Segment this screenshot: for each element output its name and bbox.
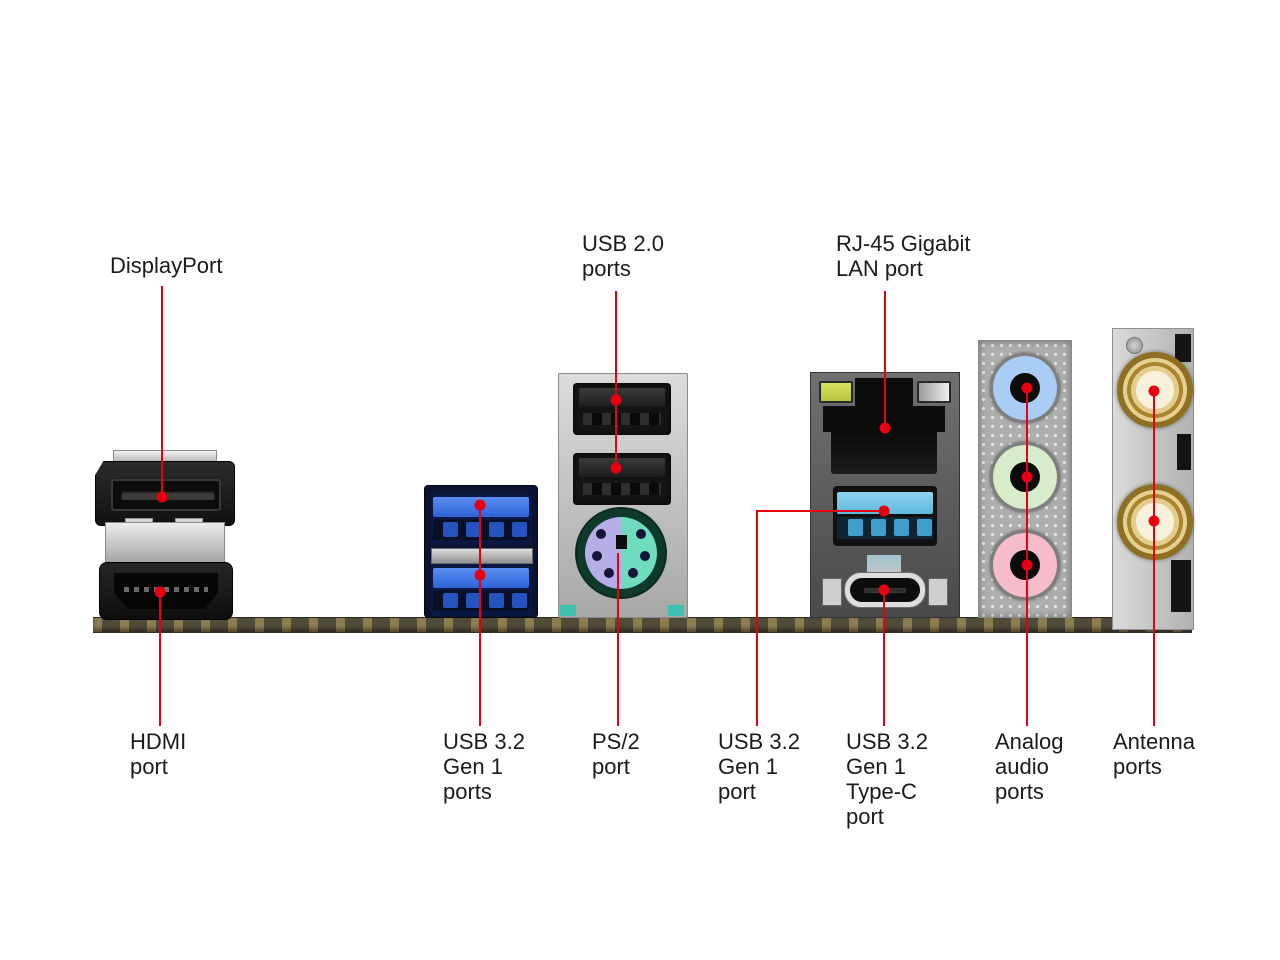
callout-dot-displayport — [156, 491, 168, 503]
usb-tooth — [466, 522, 481, 537]
plastic-foot — [668, 605, 684, 616]
callout-dot-usb32-lightblue — [878, 505, 890, 517]
ps2-key-slot — [616, 535, 627, 549]
hdmi-port — [99, 562, 233, 620]
ps2-pin-hole — [592, 551, 602, 561]
ps2-pin-hole — [604, 568, 614, 578]
audio-jack-line-in — [990, 353, 1060, 423]
label-usb32-gen1-port: USB 3.2 Gen 1 port — [718, 729, 800, 804]
usb-tongue-black — [579, 458, 665, 477]
usb20-ps2-block — [558, 373, 688, 618]
plastic-foot — [560, 605, 576, 616]
ps2-pin-hole — [628, 568, 638, 578]
ps2-pin-hole — [636, 529, 646, 539]
usb20-port-top — [573, 383, 671, 435]
antenna-bracket — [1112, 328, 1194, 630]
audio-jack-line-out — [990, 442, 1060, 512]
callout-dot-audio-green — [1021, 471, 1033, 483]
callout-line-usb32-port-vertical — [756, 510, 758, 726]
label-displayport: DisplayPort — [110, 253, 223, 278]
label-usb32-gen1-typec: USB 3.2 Gen 1 Type-C port — [846, 729, 928, 829]
callout-line-antenna — [1153, 391, 1155, 726]
usb-tongue-lightblue — [837, 492, 933, 514]
callout-line-lan — [884, 291, 886, 428]
label-ps2: PS/2 port — [592, 729, 640, 779]
usb32-gen1-port-lightblue — [833, 486, 937, 546]
callout-dot-antenna-bottom — [1148, 515, 1160, 527]
usb-contacts — [837, 517, 933, 539]
usb-contacts — [433, 591, 529, 611]
hdmi-pins — [124, 587, 208, 592]
usb20-port-bottom — [573, 453, 671, 505]
usb-tongue-black — [579, 388, 665, 407]
bracket-notch — [1177, 434, 1191, 470]
usb-contacts — [583, 413, 661, 425]
callout-dot-audio-pink — [1021, 559, 1033, 571]
callout-line-usb32-port-horizontal — [756, 510, 885, 512]
callout-dot-typec — [878, 584, 890, 596]
usb-tooth — [443, 593, 458, 608]
metal-divider — [431, 548, 533, 564]
usb-tooth — [489, 522, 504, 537]
usb-tooth — [443, 522, 458, 537]
usb-tooth — [894, 519, 909, 536]
callout-dot-antenna-top — [1148, 385, 1160, 397]
analog-audio-block — [978, 340, 1072, 618]
rj45-lan-port — [831, 430, 937, 474]
usb-tooth — [917, 519, 932, 536]
ps2-pin-hole — [640, 551, 650, 561]
callout-line-usb32-ports — [479, 505, 481, 726]
callout-dot-usb32-bottom — [474, 569, 486, 581]
callout-dot-audio-blue — [1021, 382, 1033, 394]
callout-dot-hdmi — [154, 586, 166, 598]
label-analog-audio: Analog audio ports — [995, 729, 1064, 804]
label-usb20: USB 2.0 ports — [582, 231, 664, 281]
label-antenna: Antenna ports — [1113, 729, 1195, 779]
usb-contacts — [583, 483, 661, 495]
screw — [1126, 337, 1143, 354]
callout-line-displayport — [161, 286, 163, 497]
usb-tooth — [848, 519, 863, 536]
callout-line-typec — [883, 590, 885, 726]
callout-line-hdmi — [159, 592, 161, 726]
usb-tooth — [871, 519, 886, 536]
lan-led-white — [917, 381, 951, 403]
callout-line-usb20 — [615, 291, 617, 468]
label-usb32-gen1-ports: USB 3.2 Gen 1 ports — [443, 729, 525, 804]
typec-side-bracket — [928, 578, 948, 606]
usb-tooth — [466, 593, 481, 608]
ps2-combo-face — [585, 517, 657, 589]
typec-side-bracket — [822, 578, 842, 606]
callout-line-ps2 — [617, 553, 619, 726]
label-hdmi: HDMI port — [130, 729, 187, 779]
usb-tooth — [489, 593, 504, 608]
usb-contacts — [433, 520, 529, 540]
usb-tooth — [512, 522, 527, 537]
displayport-pin-slot — [121, 491, 215, 500]
callout-dot-usb20-top — [610, 394, 622, 406]
lan-led-green — [819, 381, 853, 403]
callout-line-audio — [1026, 388, 1028, 726]
label-lan: RJ-45 Gigabit LAN port — [836, 231, 971, 281]
usb-tooth — [512, 593, 527, 608]
callout-dot-usb32-top — [474, 499, 486, 511]
bracket-notch — [1175, 334, 1191, 362]
bracket-notch — [1171, 560, 1191, 612]
callout-dot-lan — [879, 422, 891, 434]
ps2-pin-hole — [596, 529, 606, 539]
callout-dot-usb20-bottom — [610, 462, 622, 474]
